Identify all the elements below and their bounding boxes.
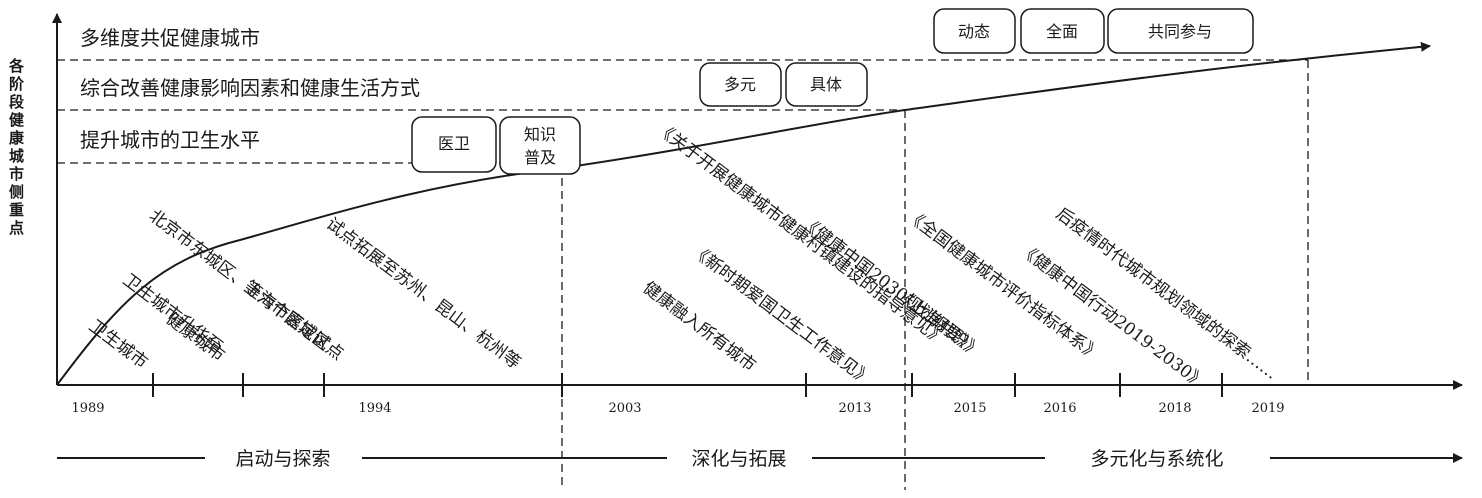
keyword-box-gongtong-canyu: 共同参与 <box>1107 8 1254 54</box>
event-weisheng-chengshi: 卫生城市 <box>85 316 151 373</box>
keyword-duoyuan: 多元 <box>724 75 756 94</box>
keyword-yiwei: 医卫 <box>438 134 470 153</box>
level-label-3: 提升城市的卫生水平 <box>80 128 260 152</box>
keyword-box-yiwei: 医卫 <box>411 116 497 173</box>
level-label-2: 综合改善健康影响因素和健康生活方式 <box>80 76 420 100</box>
level-label-1: 多维度共促健康城市 <box>80 26 260 50</box>
keyword-box-duoyuan: 多元 <box>699 62 782 107</box>
phase-duoyuanhua-xitonghua: 多元化与系统化 <box>1090 448 1223 470</box>
keyword-box-juti: 具体 <box>785 62 868 107</box>
year-2019: 2019 <box>1251 401 1284 416</box>
phase-shenhua-tuozhan: 深化与拓展 <box>691 448 786 470</box>
event-shidian-tuozhan: 试点拓展至苏州、昆山、杭州等 <box>322 214 524 373</box>
year-2018: 2018 <box>1158 401 1191 416</box>
keyword-puji: 普及 <box>524 148 556 167</box>
event-dongcheng-line2: 等六个区域试点 <box>240 277 347 365</box>
keyword-box-quanmian: 全面 <box>1020 8 1105 54</box>
year-1994: 1994 <box>358 401 391 416</box>
year-2016: 2016 <box>1043 401 1076 416</box>
year-2003: 2003 <box>608 401 641 416</box>
keyword-juti: 具体 <box>810 75 842 94</box>
growth-curve <box>56 41 1431 386</box>
keyword-zhishi: 知识 <box>524 125 556 144</box>
keyword-quanmian: 全面 <box>1046 22 1078 41</box>
year-1989: 1989 <box>71 401 104 416</box>
x-axis-ticks <box>152 373 1223 397</box>
y-axis-label: 各阶段健康城市侧重点 <box>7 57 25 238</box>
keyword-gongtong-canyu: 共同参与 <box>1148 22 1212 41</box>
phase-qidong-tansuo: 启动与探索 <box>235 448 330 470</box>
keyword-box-zhishi-puji: 知识 普及 <box>499 116 581 175</box>
year-2015: 2015 <box>953 401 986 416</box>
keyword-box-dongtai: 动态 <box>933 8 1016 54</box>
keyword-dongtai: 动态 <box>958 22 990 41</box>
year-2013: 2013 <box>838 401 871 416</box>
